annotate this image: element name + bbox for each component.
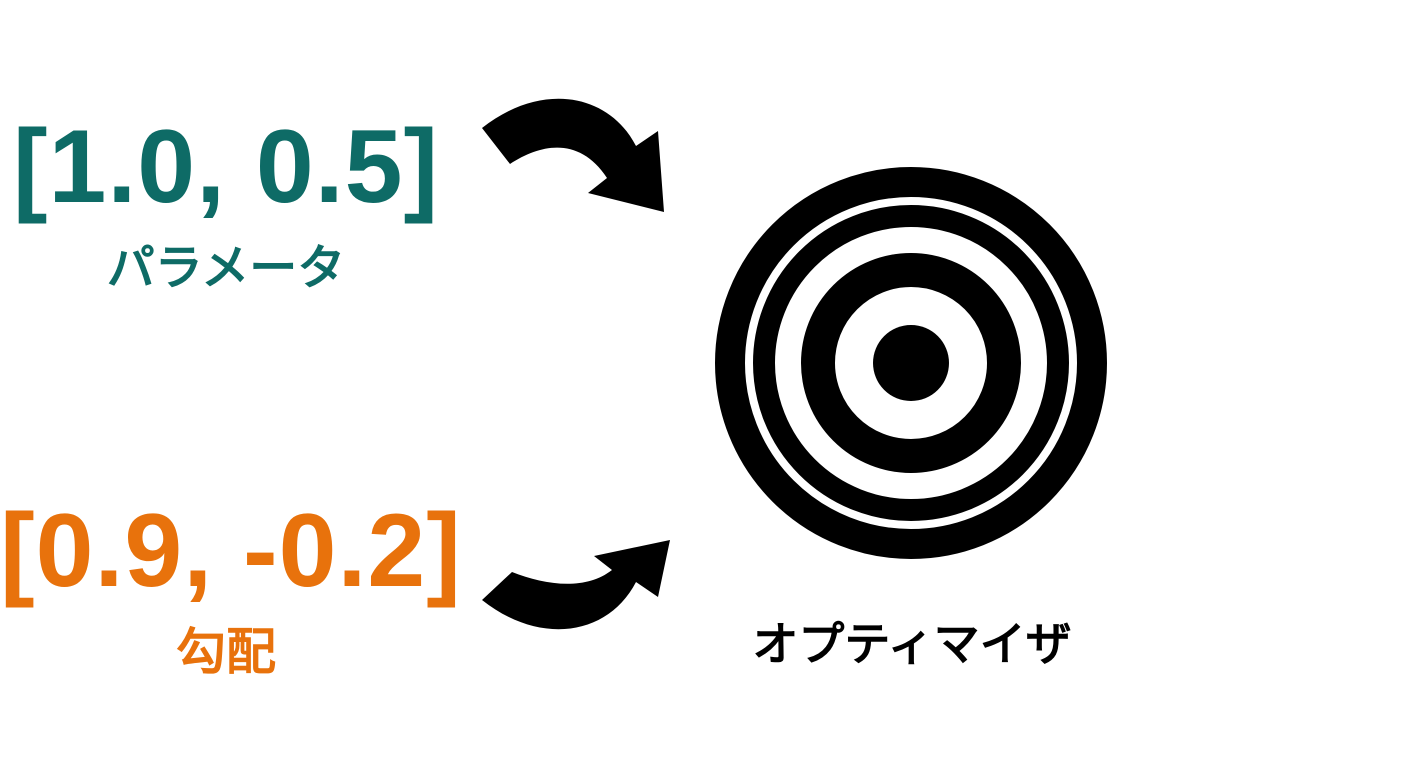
gradient-vector: [0.9, -0.2] [0,493,462,609]
target-icon [715,167,1107,559]
curved-arrow-icon [482,540,670,630]
curved-arrow-icon [482,98,664,212]
parameters-label: パラメータ [106,240,346,296]
optimizer-label: オプティマイザ [752,617,1072,671]
gradient-label: 勾配 [176,623,276,681]
parameters-vector: [1.0, 0.5] [12,109,440,225]
